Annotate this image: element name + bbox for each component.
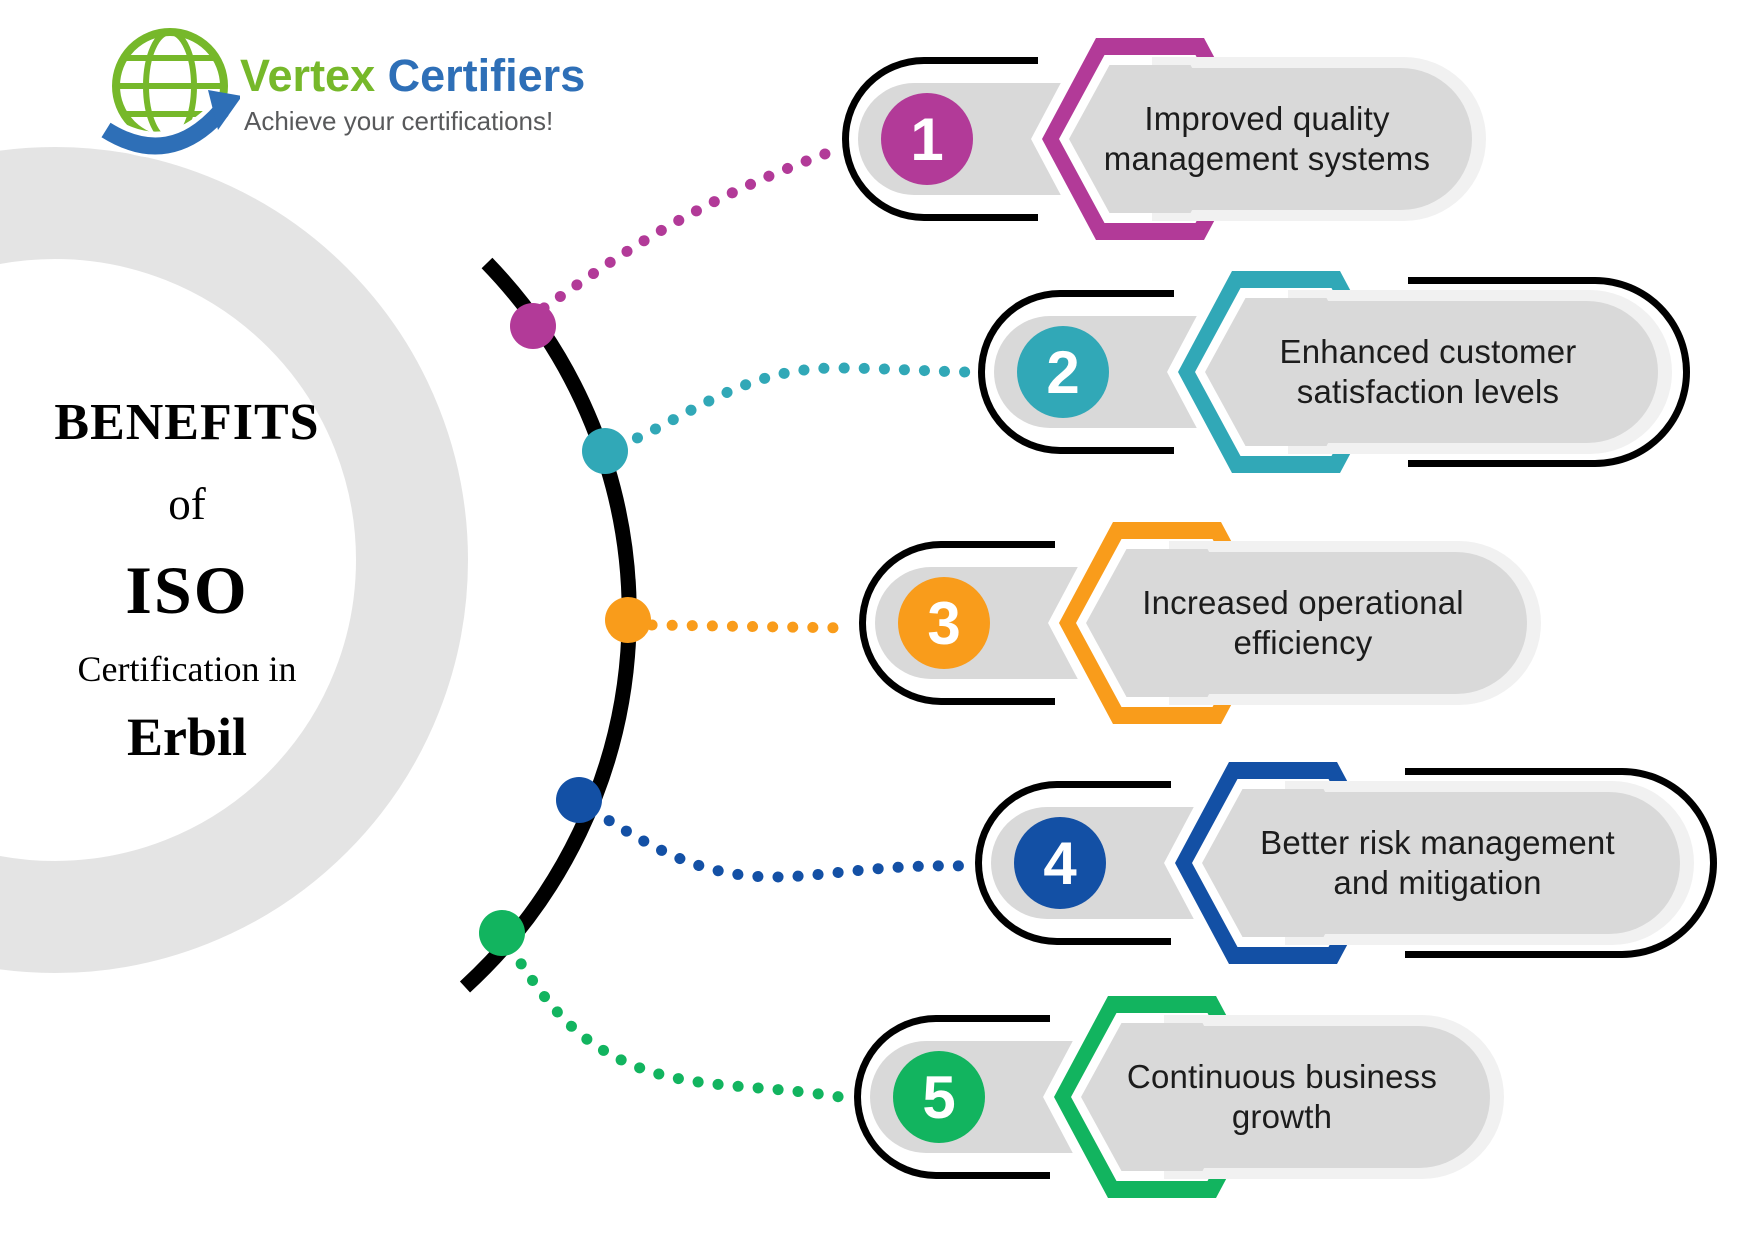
connector-2 [613,362,972,452]
ring-graphic [0,147,468,973]
step-number-badge: 4 [1014,817,1106,909]
spine-dot-1 [510,303,556,349]
benefit-label: Continuous business growth [1126,1058,1438,1135]
brand-tagline: Achieve your certifications! [244,106,554,136]
hexagon-core [1202,789,1364,937]
step-number: 1 [910,105,944,173]
logo: Vertex Certifiers Achieve your certifica… [100,18,660,158]
item-outline-right [1408,277,1690,467]
connector-5 [504,941,852,1104]
title-iso: ISO [125,552,249,628]
item-outline-left [842,57,1038,221]
benefit-label: Increased operational efficiency [1142,584,1464,661]
step-number-badge: 5 [893,1051,985,1143]
item-outline-left [978,290,1174,454]
spine-dot-4 [556,777,602,823]
connector-3 [646,619,856,634]
title-erbil: Erbil [126,707,248,767]
item-outline-left [859,541,1055,705]
step-number-badge: 2 [1017,326,1109,418]
item-outline-right [1405,768,1717,958]
title-of: of [168,479,206,529]
spine-node-dots [479,303,651,956]
connector-dotted-lines [504,144,972,1104]
brand-name: Vertex Certifiers [240,50,585,102]
benefit-label: Improved quality management systems [1103,100,1431,177]
step-number: 5 [922,1063,956,1131]
spine-dot-2 [582,428,628,474]
title-benefits: BENEFITS [54,394,320,451]
connector-1 [538,144,842,314]
benefit-label: Enhanced customer satisfaction levels [1279,333,1577,410]
item-outline-left [854,1015,1050,1179]
spine-dot-5 [479,910,525,956]
hexagon-core [1086,549,1248,697]
step-number: 3 [927,589,961,657]
item-outline-left [975,781,1171,945]
globe-icon [100,28,240,158]
step-number-badge: 3 [898,577,990,669]
benefit-label: Better risk management and mitigation [1260,824,1615,901]
spine-dot-3 [605,597,651,643]
step-number: 4 [1043,829,1077,897]
arrow-swoosh-icon [101,104,229,155]
step-number-badge: 1 [881,93,973,185]
title-certification-in: Certification in [77,649,297,689]
spine-arc [459,257,637,993]
step-number: 2 [1046,338,1080,406]
arrow-head-icon [208,90,240,130]
brand-name-secondary: Certifiers [387,50,586,101]
connector-4 [586,804,972,883]
brand-name-primary: Vertex [240,50,376,101]
